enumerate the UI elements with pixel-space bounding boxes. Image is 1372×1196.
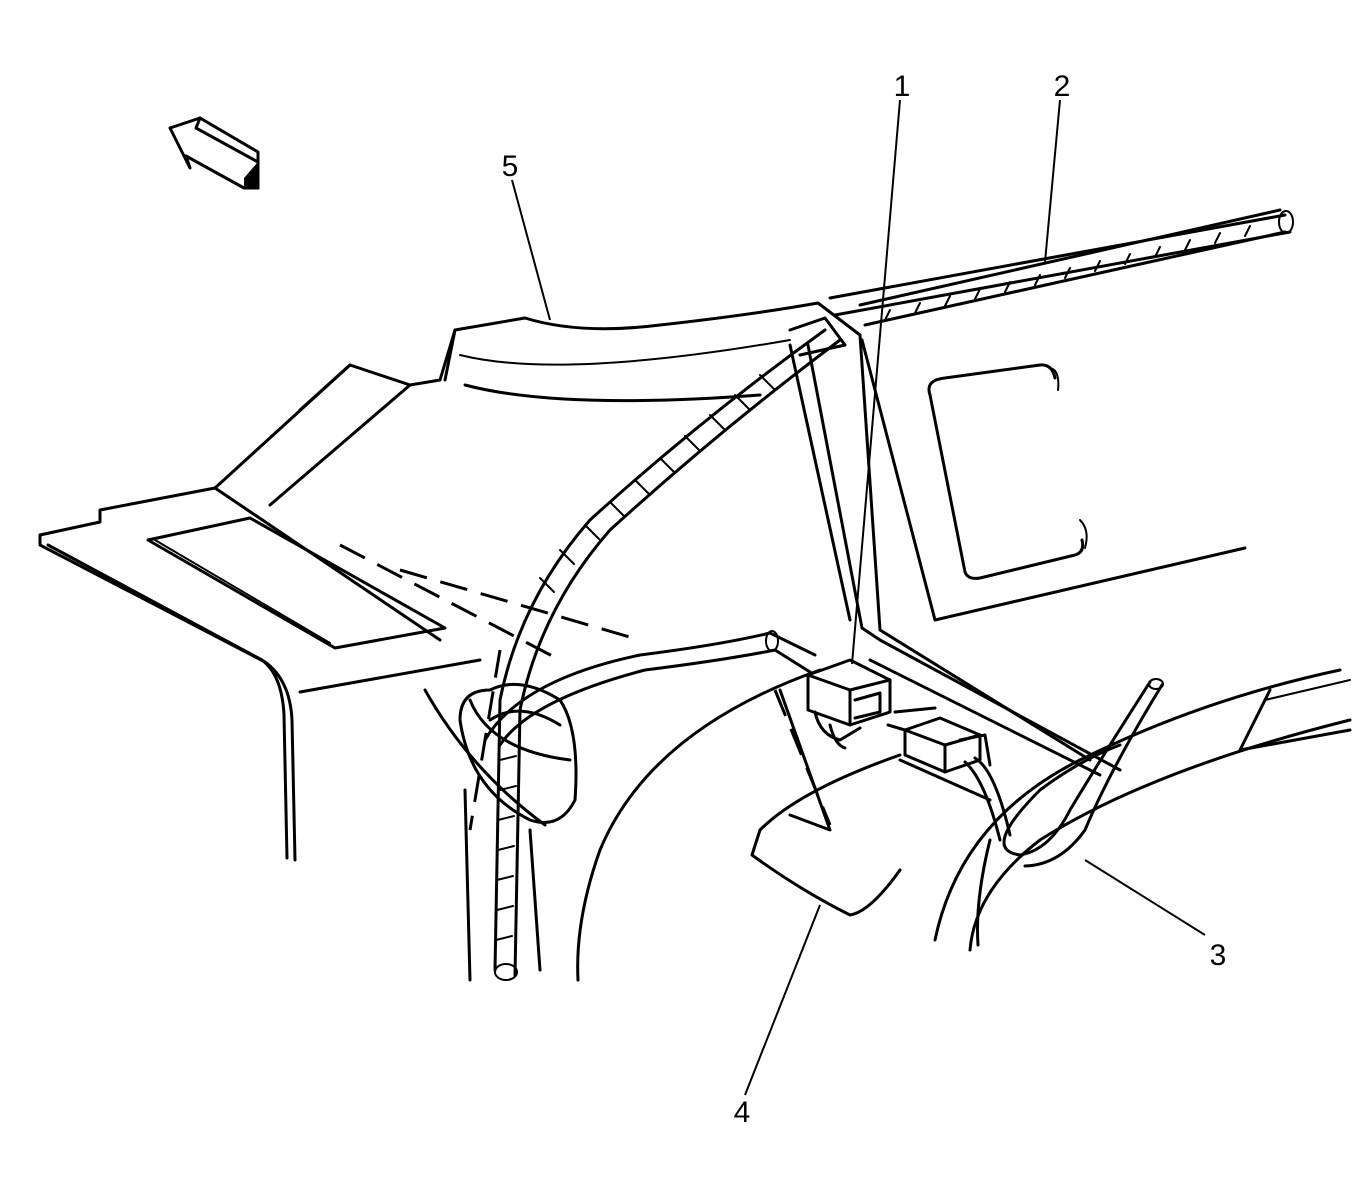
vertical-weatherstrip xyxy=(339,328,842,981)
roof-rail-weatherstrip xyxy=(858,208,1294,327)
connector-bracket xyxy=(806,658,892,750)
wheel-well xyxy=(423,668,1352,982)
callout-1: 1 xyxy=(894,70,911,103)
upper-trim-cap xyxy=(443,301,862,403)
wire-loop xyxy=(1002,678,1164,868)
callout-4: 4 xyxy=(734,1096,751,1129)
mating-connector xyxy=(886,706,1012,947)
leader-lines xyxy=(511,99,1206,1096)
body-pillar xyxy=(788,213,1292,777)
callout-2: 2 xyxy=(1054,70,1071,103)
splash-shield xyxy=(750,688,992,917)
callout-labels: 1 2 3 4 5 xyxy=(502,70,1227,1129)
callout-5: 5 xyxy=(502,150,519,183)
front-direction-arrow-icon xyxy=(168,116,260,190)
left-shelf-panel xyxy=(38,328,482,862)
wire-harness xyxy=(483,630,817,747)
callout-3: 3 xyxy=(1210,939,1227,972)
quarter-window xyxy=(927,363,1088,580)
